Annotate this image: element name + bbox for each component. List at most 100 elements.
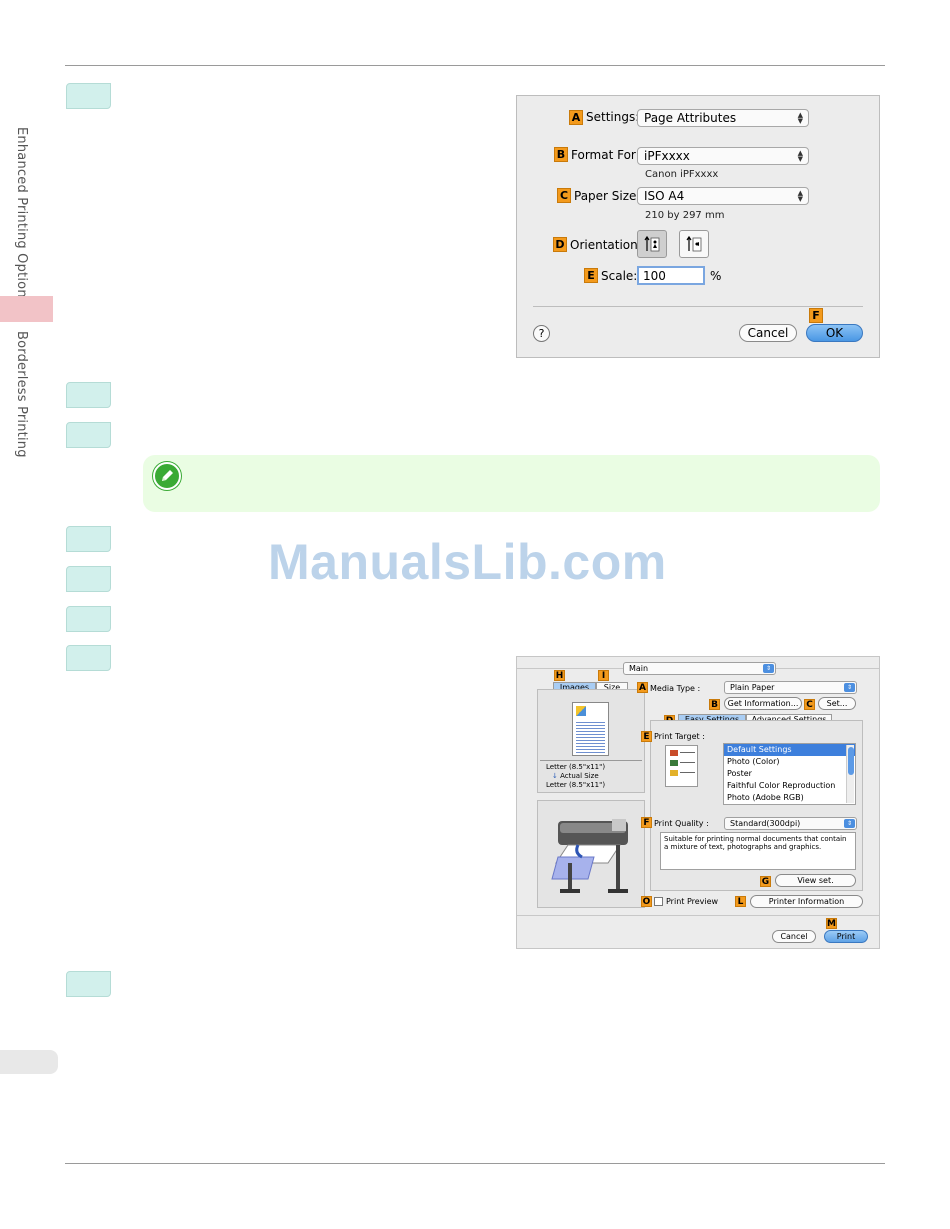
page-preview-panel: Letter (8.5"x11") ↓ Actual Size Letter (… bbox=[537, 689, 645, 793]
step-marker bbox=[66, 422, 111, 448]
callout-marker: I bbox=[598, 670, 609, 681]
print-button[interactable]: Print bbox=[824, 930, 868, 943]
page-info: Letter (8.5"x11") ↓ Actual Size Letter (… bbox=[546, 763, 605, 790]
chapter-tab-marker bbox=[0, 296, 53, 322]
print-preview-label: Print Preview bbox=[666, 897, 719, 906]
down-arrow-icon: ↓ bbox=[552, 772, 558, 780]
callout-marker: D bbox=[553, 237, 567, 252]
landscape-icon bbox=[686, 235, 702, 252]
print-quality-value: Standard(300dpi) bbox=[730, 819, 801, 828]
media-type-label: Media Type : bbox=[650, 684, 701, 693]
scale-unit: % bbox=[710, 269, 722, 283]
updown-arrows-icon: ▲▼ bbox=[797, 149, 803, 163]
step-marker bbox=[66, 382, 111, 408]
callout-marker: B bbox=[554, 147, 568, 162]
get-information-button[interactable]: Get Information... bbox=[724, 697, 802, 710]
cancel-button[interactable]: Cancel bbox=[739, 324, 797, 342]
page-number-tab bbox=[0, 1050, 58, 1074]
help-button[interactable]: ? bbox=[533, 325, 550, 342]
quality-description: Suitable for printing normal documents t… bbox=[660, 832, 856, 870]
step-marker bbox=[66, 526, 111, 552]
list-item[interactable]: Poster bbox=[727, 769, 752, 778]
scale-input[interactable]: 100 bbox=[637, 266, 705, 285]
callout-marker: O bbox=[641, 896, 652, 907]
callout-marker: G bbox=[760, 876, 771, 887]
settings-select[interactable]: Page Attributes ▲▼ bbox=[637, 109, 809, 127]
callout-marker: E bbox=[641, 731, 652, 742]
list-item[interactable]: Photo (Adobe RGB) bbox=[727, 793, 804, 802]
printer-information-button[interactable]: Printer Information bbox=[750, 895, 863, 908]
section-label: Enhanced Printing Options bbox=[14, 127, 29, 305]
format-for-label: Format For: bbox=[571, 148, 640, 162]
panel-select[interactable]: Main ⇕ bbox=[623, 662, 776, 675]
step-marker bbox=[66, 566, 111, 592]
view-set-button[interactable]: View set. bbox=[775, 874, 856, 887]
list-item[interactable]: Photo (Color) bbox=[727, 757, 780, 766]
settings-value: Page Attributes bbox=[644, 111, 737, 125]
format-for-sub: Canon iPFxxxx bbox=[645, 169, 719, 180]
note-box bbox=[143, 455, 880, 512]
paper-size-sub: 210 by 297 mm bbox=[645, 210, 725, 221]
thumbnail-text bbox=[576, 720, 605, 753]
preview-divider bbox=[540, 760, 642, 761]
paper-size-select[interactable]: ISO A4 ▲▼ bbox=[637, 187, 809, 205]
printer-icon bbox=[551, 819, 628, 893]
media-type-select[interactable]: Plain Paper ⇕ bbox=[724, 681, 857, 694]
settings-label: Settings: bbox=[586, 110, 640, 124]
updown-arrows-icon: ▲▼ bbox=[797, 189, 803, 203]
bottom-divider bbox=[517, 915, 879, 916]
print-quality-select[interactable]: Standard(300dpi) ⇕ bbox=[724, 817, 857, 830]
ok-button[interactable]: OK bbox=[806, 324, 863, 342]
landscape-button[interactable] bbox=[679, 230, 709, 258]
scrollbar[interactable] bbox=[846, 745, 854, 803]
callout-marker: B bbox=[709, 699, 720, 710]
footer-rule bbox=[65, 1163, 885, 1164]
chapter-label: Borderless Printing bbox=[14, 331, 29, 458]
callout-marker: A bbox=[637, 682, 648, 693]
step-marker bbox=[66, 606, 111, 632]
callout-marker: C bbox=[557, 188, 571, 203]
format-for-select[interactable]: iPFxxxx ▲▼ bbox=[637, 147, 809, 165]
format-for-value: iPFxxxx bbox=[644, 149, 690, 163]
watermark: ManualsLib.com bbox=[268, 534, 667, 590]
print-target-list[interactable]: Default Settings Photo (Color) Poster Fa… bbox=[723, 743, 856, 805]
media-type-value: Plain Paper bbox=[730, 683, 775, 692]
step-marker bbox=[66, 645, 111, 671]
list-item[interactable]: Faithful Color Reproduction bbox=[727, 781, 836, 790]
print-preview-checkbox[interactable] bbox=[654, 897, 663, 906]
callout-marker: C bbox=[804, 699, 815, 710]
callout-marker: F bbox=[809, 308, 823, 323]
list-item[interactable]: Default Settings bbox=[724, 744, 855, 756]
scale-mode: Actual Size bbox=[560, 772, 599, 780]
orientation-label: Orientation: bbox=[570, 238, 642, 252]
scrollbar-thumb[interactable] bbox=[848, 747, 854, 775]
pencil-icon bbox=[153, 462, 181, 490]
printer-image-panel bbox=[537, 800, 645, 908]
page-setup-dialog: A Settings: Page Attributes ▲▼ B Format … bbox=[516, 95, 880, 358]
set-button[interactable]: Set... bbox=[818, 697, 856, 710]
callout-marker: A bbox=[569, 110, 583, 125]
print-dialog: Main ⇕ H I Images Size Letter (8.5"x11")… bbox=[516, 656, 880, 949]
callout-marker: E bbox=[584, 268, 598, 283]
callout-marker: H bbox=[554, 670, 565, 681]
print-target-label: Print Target : bbox=[654, 732, 705, 741]
page-thumbnail bbox=[572, 702, 609, 756]
updown-arrows-icon: ⇕ bbox=[844, 819, 855, 828]
updown-arrows-icon: ⇕ bbox=[844, 683, 855, 692]
callout-marker: F bbox=[641, 817, 652, 828]
cancel-button[interactable]: Cancel bbox=[772, 930, 816, 943]
portrait-button[interactable] bbox=[637, 230, 667, 258]
callout-marker: M bbox=[826, 918, 837, 929]
output-size: Letter (8.5"x11") bbox=[546, 781, 606, 789]
paper-size-label: Paper Size: bbox=[574, 189, 641, 203]
paper-size-value: ISO A4 bbox=[644, 189, 685, 203]
updown-arrows-icon: ▲▼ bbox=[797, 111, 803, 125]
thumbnail-image bbox=[576, 706, 586, 716]
print-quality-label: Print Quality : bbox=[654, 819, 709, 828]
print-target-thumbnail bbox=[665, 745, 698, 787]
scale-label: Scale: bbox=[601, 269, 638, 283]
panel-select-value: Main bbox=[629, 664, 649, 673]
callout-marker: L bbox=[735, 896, 746, 907]
updown-arrows-icon: ⇕ bbox=[763, 664, 774, 673]
header-rule bbox=[65, 65, 885, 66]
